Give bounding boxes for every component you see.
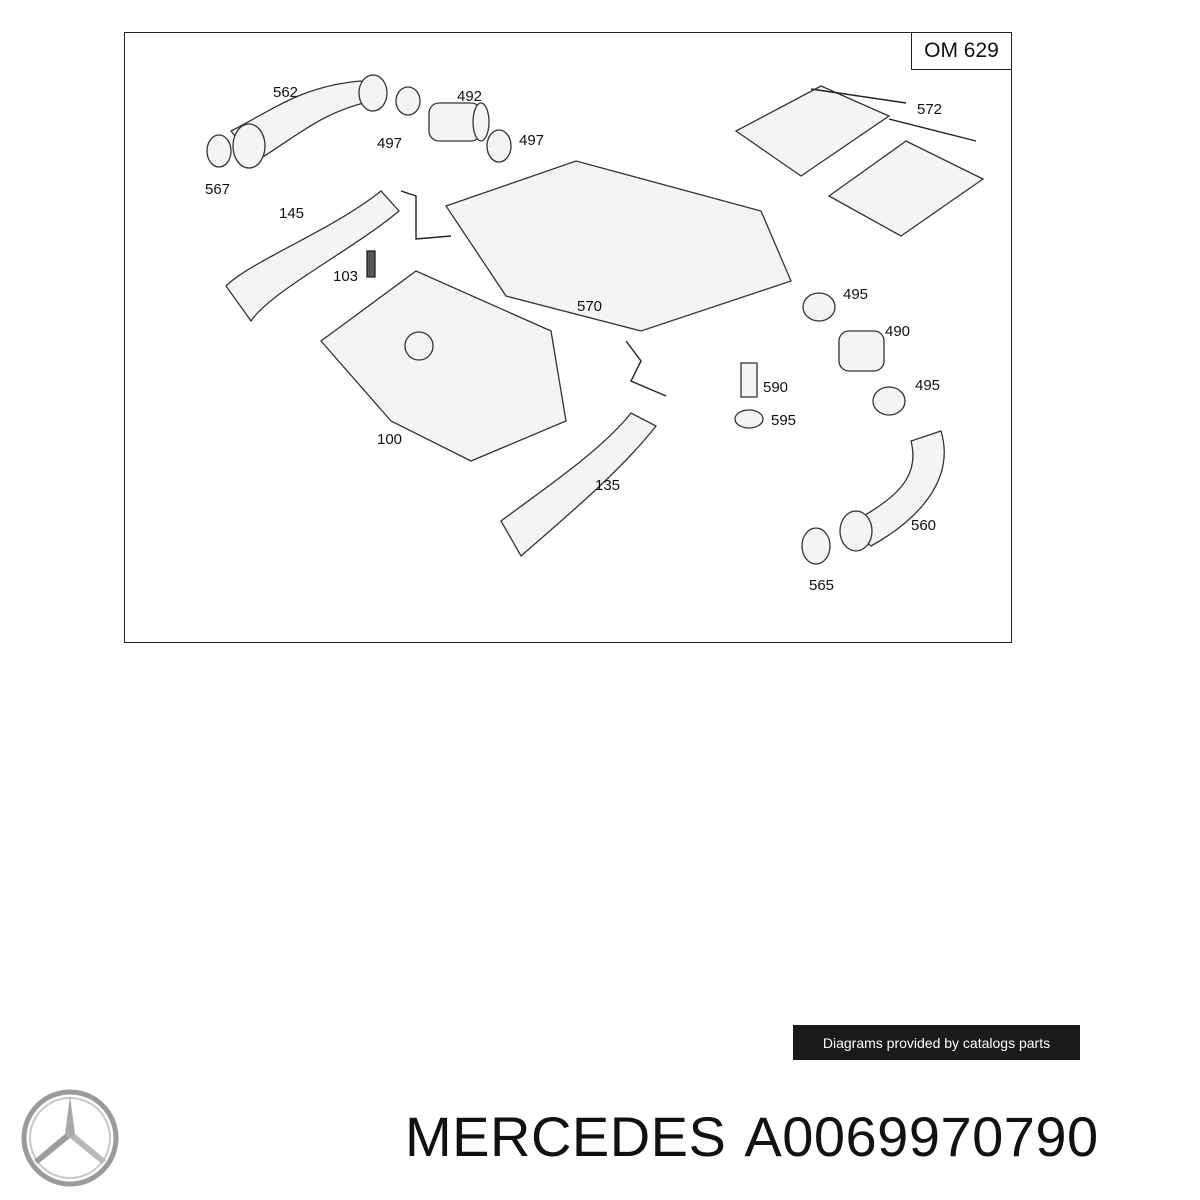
part-572-filter-b: [827, 140, 985, 237]
credit-banner: Diagrams provided by catalogs parts: [793, 1025, 1080, 1060]
callout-label: 497: [377, 135, 402, 152]
callout-label: 497: [519, 132, 544, 149]
part-567-clamp: [206, 134, 232, 168]
callout-label: 103: [333, 268, 358, 285]
part-590-plug: [740, 362, 758, 398]
callout-label: 565: [809, 577, 834, 594]
part-495-clamp-bottom: [872, 386, 906, 416]
engine-code-badge: OM 629: [911, 33, 1011, 70]
exploded-view-drawing: 562 492 497 497 572 567 145 103 570 495 …: [205, 74, 985, 594]
part-497-clamp: [395, 86, 421, 116]
footer: MERCEDES A0069970790: [0, 1080, 1200, 1200]
callout-label: 567: [205, 181, 230, 198]
part-title: MERCEDES A0069970790: [405, 1104, 1117, 1169]
callout-label: 492: [457, 88, 482, 105]
part-565-clamp: [801, 527, 831, 565]
callout-label: 100: [377, 431, 402, 448]
part-495-clamp-top: [802, 292, 836, 322]
callout-label: 495: [843, 286, 868, 303]
part-145-duct: [225, 190, 400, 323]
part-560-hose: [844, 430, 945, 547]
part-135-duct: [500, 412, 657, 558]
callout-label: 490: [885, 323, 910, 340]
part-497-clamp-right: [486, 129, 512, 163]
callout-label: 590: [763, 379, 788, 396]
callout-label: 495: [915, 377, 940, 394]
part-103-screw: [366, 250, 376, 278]
part-572-filter-a: [734, 85, 891, 177]
callout-label: 560: [911, 517, 936, 534]
callout-label: 570: [577, 298, 602, 315]
callout-label: 595: [771, 412, 796, 429]
brand-name: MERCEDES: [405, 1105, 727, 1168]
part-490-sensor: [838, 330, 885, 372]
callout-label: 145: [279, 205, 304, 222]
part-570-airbox: [444, 160, 792, 332]
mercedes-star-icon: [21, 1089, 119, 1187]
part-595-grommet: [734, 409, 764, 429]
part-100-engine-cover: [320, 270, 567, 462]
callout-label: 562: [273, 84, 298, 101]
callout-label: 135: [595, 477, 620, 494]
part-number: A0069970790: [744, 1105, 1099, 1168]
parts-diagram: 562 492 497 497 572 567 145 103 570 495 …: [124, 32, 1012, 643]
callout-label: 572: [917, 101, 942, 118]
